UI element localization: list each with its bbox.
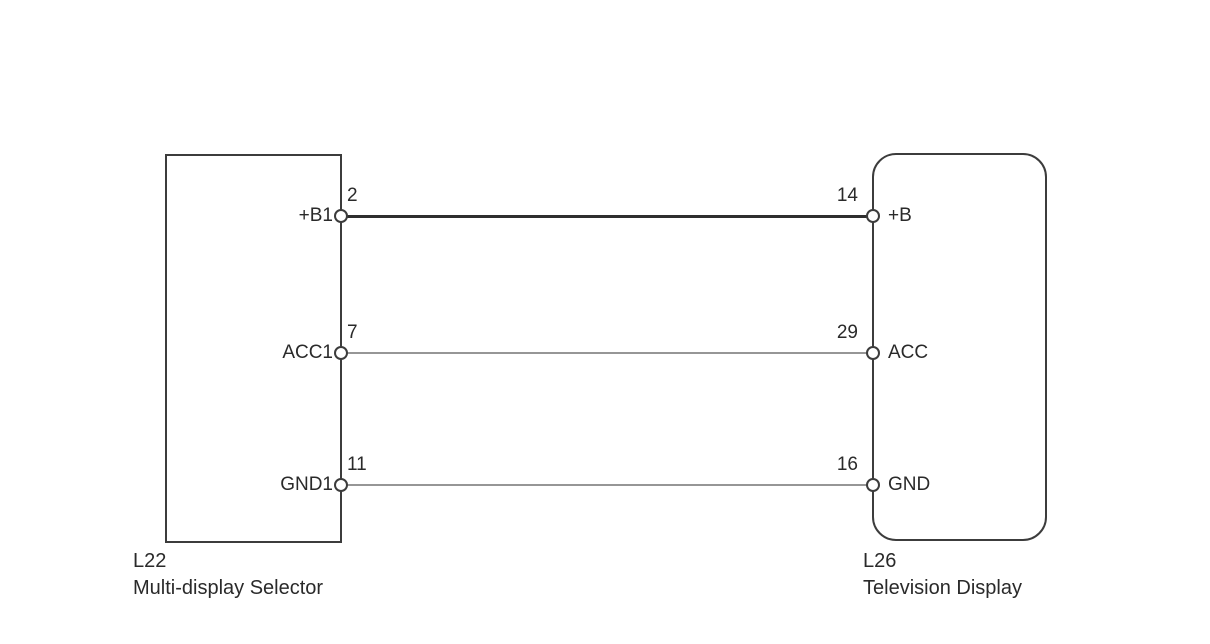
pin-number-2: 2 bbox=[347, 185, 358, 206]
connector-box-l26 bbox=[872, 153, 1047, 541]
component-code-l22: L22 bbox=[133, 550, 167, 572]
pin-number-7: 7 bbox=[347, 322, 358, 343]
wire-acc bbox=[341, 352, 873, 354]
component-caption-l22: L22 Multi-display Selector bbox=[133, 548, 323, 602]
pin-terminal-circle-gnd bbox=[866, 478, 880, 492]
pin-terminal-circle-acc bbox=[866, 346, 880, 360]
component-caption-l26: L26 Television Display bbox=[863, 548, 1022, 602]
pin-number-14: 14 bbox=[836, 185, 858, 206]
pin-number-16: 16 bbox=[836, 454, 858, 475]
wire-gnd bbox=[341, 484, 873, 486]
pin-label-b1: +B1 bbox=[298, 205, 333, 226]
pin-number-11: 11 bbox=[347, 454, 367, 475]
pin-label-acc: ACC bbox=[888, 342, 929, 363]
component-name-l22: Multi-display Selector bbox=[133, 577, 324, 599]
pin-number-29: 29 bbox=[836, 322, 858, 343]
pin-terminal-circle-acc1 bbox=[334, 346, 348, 360]
pin-label-gnd: GND bbox=[888, 474, 931, 495]
pin-label-gnd1: GND1 bbox=[280, 474, 333, 495]
pin-label-acc1: ACC1 bbox=[282, 342, 333, 363]
component-name-l26: Television Display bbox=[863, 577, 1022, 599]
pin-terminal-circle-gnd1 bbox=[334, 478, 348, 492]
pin-terminal-circle-b1 bbox=[334, 209, 348, 223]
component-code-l26: L26 bbox=[863, 550, 897, 572]
connector-box-l22 bbox=[165, 154, 342, 543]
wire-plus-b bbox=[341, 215, 873, 218]
pin-label-b: +B bbox=[888, 205, 912, 226]
pin-terminal-circle-b bbox=[866, 209, 880, 223]
